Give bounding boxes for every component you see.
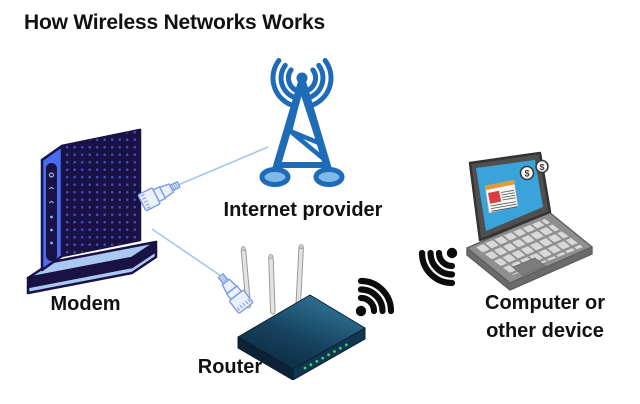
modem-led-strip [46, 163, 57, 261]
router-antennas [240, 244, 304, 315]
computer-label-line2: other device [486, 320, 604, 342]
laptop-screen: $ $ [468, 151, 552, 242]
svg-text:$: $ [540, 162, 545, 172]
laptop-trackpad [512, 257, 546, 276]
router-label: Router [197, 356, 263, 378]
computer-label-line1: Computer or [485, 292, 605, 314]
diagram-title: How Wireless Networks Works [24, 11, 325, 34]
laptop-icon: $ $ [466, 151, 593, 291]
computer-label: Computer or other device [452, 289, 638, 345]
laptop-keyboard [475, 219, 583, 275]
cell-tower-icon [259, 57, 345, 187]
wireless-router-icon [237, 244, 366, 380]
svg-text:$: $ [524, 169, 529, 179]
internet-provider-label: Internet provider [223, 199, 383, 221]
dollar-coin-icon: $ [535, 159, 549, 174]
modem-icon [26, 128, 158, 295]
modem-label: Modem [50, 293, 121, 315]
router-leds [303, 343, 348, 370]
ethernet-cable-modem-to-router [151, 228, 222, 277]
dollar-coin-icon: $ [519, 165, 535, 181]
